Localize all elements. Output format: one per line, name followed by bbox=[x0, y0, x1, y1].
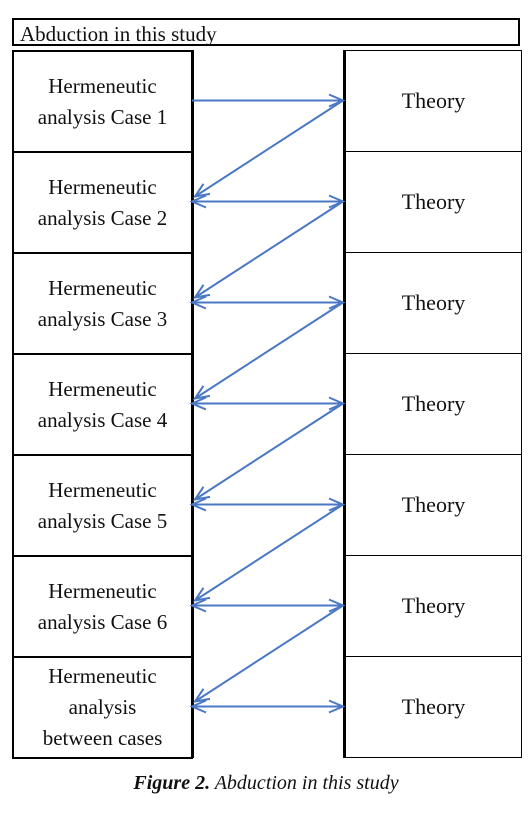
arrow-head bbox=[189, 598, 207, 613]
theory-cell-3: Theory bbox=[345, 252, 522, 354]
theory-label: Theory bbox=[401, 492, 466, 517]
case-label-line: between cases bbox=[42, 726, 163, 750]
arrow-head bbox=[189, 295, 207, 310]
caption-text: Abduction in this study bbox=[214, 772, 399, 794]
diagonal-arrow-6 bbox=[194, 604, 344, 703]
case-label-line: analysis Case 3 bbox=[37, 306, 168, 331]
case-label-line: analysis Case 6 bbox=[37, 609, 168, 634]
case-cell-5: Hermeneutic analysis Case 5 bbox=[12, 454, 193, 557]
case-label-line: Hermeneutic bbox=[48, 578, 157, 603]
case-label: Hermeneutic analysis Case 6 bbox=[38, 576, 167, 638]
case-label-line: Hermeneutic bbox=[48, 376, 157, 401]
diagonal-arrow-4 bbox=[194, 402, 344, 501]
theory-cell-6: Theory bbox=[345, 555, 522, 657]
case-label-line: Hermeneutic bbox=[48, 664, 157, 688]
case-label: Hermeneutic analysis Case 5 bbox=[38, 475, 167, 537]
diagonal-arrow-1 bbox=[194, 99, 344, 198]
abduction-arrows bbox=[189, 93, 346, 714]
case-cell-7: Hermeneutic analysis between cases bbox=[12, 656, 193, 759]
arrow-head bbox=[328, 699, 346, 714]
case-label-line: Hermeneutic bbox=[48, 174, 157, 199]
case-label: Hermeneutic analysis Case 2 bbox=[38, 172, 167, 234]
case-label: Hermeneutic analysis Case 3 bbox=[38, 273, 167, 335]
case-label: Hermeneutic analysis Case 1 bbox=[38, 71, 167, 133]
case-label-line: analysis Case 4 bbox=[37, 407, 168, 432]
arrow-head bbox=[189, 396, 207, 411]
case-label-line: analysis bbox=[68, 695, 137, 719]
case-label-line: analysis Case 1 bbox=[37, 104, 168, 129]
arrow-head bbox=[189, 497, 207, 512]
theory-label: Theory bbox=[401, 593, 466, 618]
arrow-head bbox=[189, 699, 207, 714]
figure-caption: Figure 2. Abduction in this study bbox=[0, 772, 532, 795]
case-label-line: analysis Case 2 bbox=[37, 205, 168, 230]
arrow-head bbox=[192, 688, 211, 703]
theory-label: Theory bbox=[401, 290, 466, 315]
arrow-head bbox=[192, 486, 211, 501]
arrow-head bbox=[192, 284, 211, 299]
theory-label: Theory bbox=[401, 88, 466, 113]
arrow-head bbox=[192, 385, 211, 400]
theory-cell-7: Theory bbox=[345, 656, 522, 758]
abduction-diagram: Abduction in this study Hermeneutic analy… bbox=[12, 18, 524, 759]
case-label-line: Hermeneutic bbox=[48, 275, 157, 300]
theory-label: Theory bbox=[401, 189, 466, 214]
caption-label: Figure 2. bbox=[133, 772, 211, 794]
diagram-title: Abduction in this study bbox=[12, 18, 520, 46]
case-label: Hermeneutic analysis between cases bbox=[43, 661, 163, 754]
theory-label: Theory bbox=[401, 391, 466, 416]
theory-label: Theory bbox=[401, 694, 466, 719]
arrow-head bbox=[192, 183, 211, 198]
arrow-head bbox=[189, 194, 207, 209]
diagonal-arrow-2 bbox=[194, 200, 344, 299]
diagonal-arrow-5 bbox=[194, 503, 344, 602]
case-label-line: Hermeneutic bbox=[48, 73, 157, 98]
case-label: Hermeneutic analysis Case 4 bbox=[38, 374, 167, 436]
case-label-line: analysis Case 5 bbox=[37, 508, 168, 533]
case-label-line: Hermeneutic bbox=[48, 477, 157, 502]
diagonal-arrow-3 bbox=[194, 301, 344, 400]
arrow-head bbox=[192, 587, 211, 602]
